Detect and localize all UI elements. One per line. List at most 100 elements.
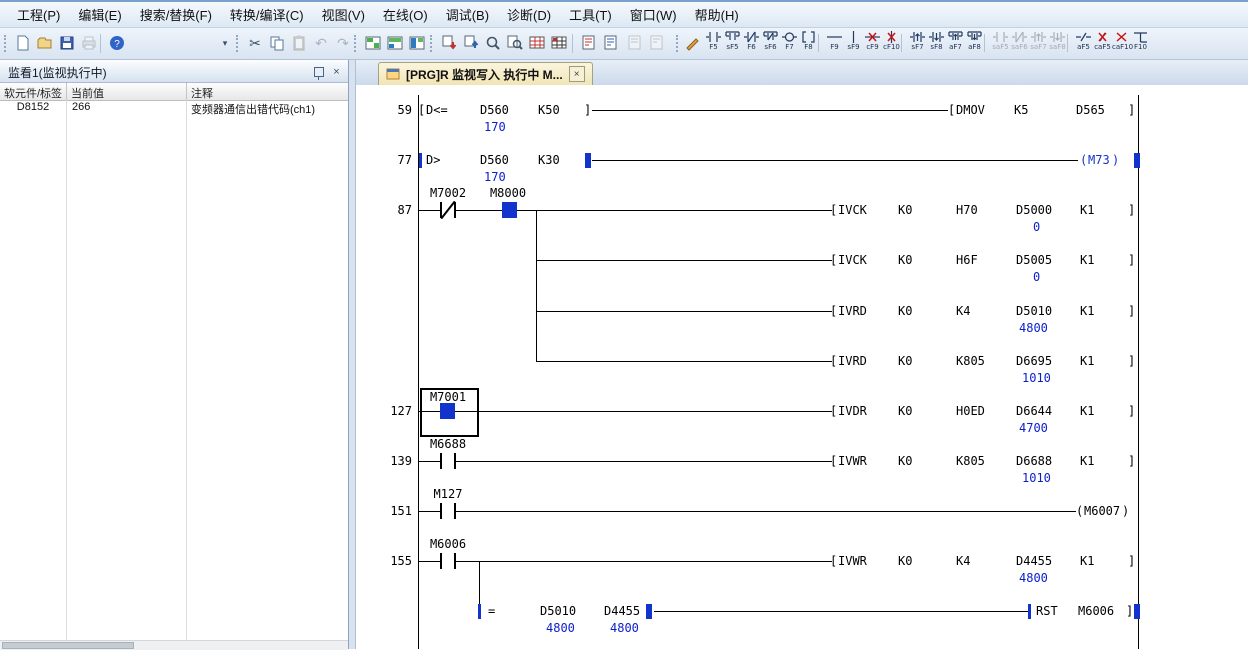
- bracket: [: [830, 454, 837, 468]
- instruction-name[interactable]: IVWR: [838, 554, 867, 568]
- left-power-rail: [418, 95, 419, 649]
- monitor-value: 0: [1033, 270, 1040, 284]
- wire: [455, 411, 832, 412]
- coil[interactable]: M73: [1088, 153, 1110, 167]
- contact-label[interactable]: M7002: [418, 186, 478, 200]
- bracket: [: [830, 253, 837, 267]
- operand[interactable]: D4455: [1016, 554, 1052, 568]
- operand[interactable]: K0: [898, 404, 912, 418]
- operand[interactable]: K0: [898, 203, 912, 217]
- monitor-value: 170: [484, 120, 506, 134]
- instruction-name[interactable]: DMOV: [956, 103, 985, 117]
- no-contact[interactable]: [440, 503, 442, 519]
- coil[interactable]: M6007: [1084, 504, 1120, 518]
- operand[interactable]: K1: [1080, 454, 1094, 468]
- bracket: ]: [1128, 404, 1135, 418]
- operand[interactable]: K1: [1080, 554, 1094, 568]
- operand[interactable]: D6644: [1016, 404, 1052, 418]
- monitor-value: 1010: [1022, 371, 1051, 385]
- operand[interactable]: H6F: [956, 253, 978, 267]
- coil-paren: (: [1076, 504, 1083, 518]
- operand[interactable]: K5: [1014, 103, 1028, 117]
- operand[interactable]: K1: [1080, 404, 1094, 418]
- operand[interactable]: K4: [956, 304, 970, 318]
- operand[interactable]: D565: [1076, 103, 1105, 117]
- wire: [592, 160, 1078, 161]
- operand[interactable]: D6695: [1016, 354, 1052, 368]
- step-number: 77: [368, 153, 412, 167]
- no-contact[interactable]: [440, 453, 442, 469]
- bracket: [: [418, 103, 425, 117]
- operand[interactable]: K30: [538, 153, 560, 167]
- energized-mark: [1134, 153, 1140, 168]
- instruction-name[interactable]: RST: [1036, 604, 1058, 618]
- instruction-name[interactable]: IVCK: [838, 253, 867, 267]
- instruction-name[interactable]: IVWR: [838, 454, 867, 468]
- contact-label[interactable]: M6688: [418, 437, 478, 451]
- operand[interactable]: D560: [480, 103, 509, 117]
- instruction-name[interactable]: IVCK: [838, 203, 867, 217]
- wire: [592, 110, 948, 111]
- bracket: ]: [1128, 103, 1135, 117]
- operand[interactable]: K1: [1080, 253, 1094, 267]
- operand[interactable]: D6688: [1016, 454, 1052, 468]
- operand[interactable]: K1: [1080, 304, 1094, 318]
- no-contact[interactable]: [440, 553, 442, 569]
- operand[interactable]: D4455: [604, 604, 640, 618]
- compare-operator[interactable]: D<=: [426, 103, 448, 117]
- operand[interactable]: K50: [538, 103, 560, 117]
- contact-on-indicator[interactable]: [502, 202, 517, 218]
- contact-label[interactable]: M6006: [418, 537, 478, 551]
- operand[interactable]: K4: [956, 554, 970, 568]
- wire: [654, 611, 1028, 612]
- operand[interactable]: K805: [956, 454, 985, 468]
- operand[interactable]: D560: [480, 153, 509, 167]
- monitor-value: 0: [1033, 220, 1040, 234]
- monitor-value: 4800: [1019, 571, 1048, 585]
- wire: [536, 311, 832, 312]
- operand[interactable]: K1: [1080, 203, 1094, 217]
- bracket: ]: [1126, 604, 1133, 618]
- monitor-value: 4700: [1019, 421, 1048, 435]
- step-number: 87: [368, 203, 412, 217]
- wire: [517, 210, 832, 211]
- bracket: ]: [1128, 304, 1135, 318]
- coil-paren: ): [1122, 504, 1129, 518]
- wire: [456, 461, 832, 462]
- bracket: [: [948, 103, 955, 117]
- wire: [456, 210, 502, 211]
- operand[interactable]: D5005: [1016, 253, 1052, 267]
- operand[interactable]: K805: [956, 354, 985, 368]
- contact-label[interactable]: M8000: [478, 186, 538, 200]
- instruction-name[interactable]: IVRD: [838, 304, 867, 318]
- contact-label[interactable]: M127: [418, 487, 478, 501]
- compare-operator[interactable]: =: [488, 604, 495, 618]
- contact-on-indicator[interactable]: [440, 403, 455, 419]
- operand[interactable]: D5010: [1016, 304, 1052, 318]
- operand[interactable]: K0: [898, 304, 912, 318]
- operand[interactable]: H0ED: [956, 404, 985, 418]
- operand[interactable]: H70: [956, 203, 978, 217]
- operand[interactable]: K0: [898, 354, 912, 368]
- operand[interactable]: K0: [898, 554, 912, 568]
- operand[interactable]: K0: [898, 454, 912, 468]
- bracket: ]: [1128, 203, 1135, 217]
- bracket: [: [830, 554, 837, 568]
- wire: [419, 210, 440, 211]
- wire: [456, 561, 832, 562]
- operand[interactable]: D5010: [540, 604, 576, 618]
- operand[interactable]: K0: [898, 253, 912, 267]
- operand[interactable]: D5000: [1016, 203, 1052, 217]
- monitor-value: 4800: [610, 621, 639, 635]
- bracket: ]: [1128, 454, 1135, 468]
- instruction-name[interactable]: IVDR: [838, 404, 867, 418]
- step-number: 139: [368, 454, 412, 468]
- contact-label[interactable]: M7001: [418, 390, 478, 404]
- operand[interactable]: M6006: [1078, 604, 1114, 618]
- compare-operator[interactable]: D>: [426, 153, 440, 167]
- bracket: ]: [1128, 554, 1135, 568]
- energized-mark: [585, 153, 591, 168]
- instruction-name[interactable]: IVRD: [838, 354, 867, 368]
- operand[interactable]: K1: [1080, 354, 1094, 368]
